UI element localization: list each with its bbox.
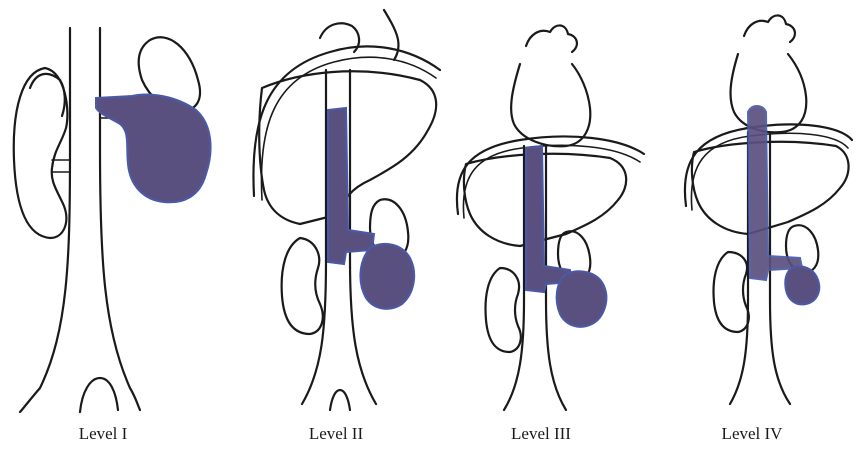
caption-level-2: Level II bbox=[309, 424, 363, 444]
diaphragm bbox=[463, 145, 640, 218]
tumor-mass bbox=[360, 244, 414, 309]
heart bbox=[511, 64, 590, 146]
aortic-arch bbox=[744, 15, 795, 42]
right-kidney bbox=[714, 252, 749, 332]
tumor-thrombus bbox=[526, 146, 572, 292]
tumor-mass bbox=[785, 267, 819, 305]
vena-cava bbox=[302, 70, 326, 404]
right-kidney bbox=[486, 268, 521, 352]
tumor-mass bbox=[96, 95, 211, 203]
aorta-bifurcation bbox=[330, 390, 350, 410]
caption-level-1: Level I bbox=[79, 424, 128, 444]
heart bbox=[731, 54, 807, 132]
tumor-mass bbox=[557, 271, 607, 326]
vena-cava bbox=[504, 146, 524, 410]
vena-cava bbox=[100, 28, 140, 410]
panel-level-2 bbox=[253, 10, 440, 410]
right-kidney bbox=[282, 238, 323, 334]
panel-level-3 bbox=[457, 25, 644, 410]
vena-cava bbox=[730, 132, 748, 404]
panel-level-1 bbox=[14, 28, 211, 412]
caption-level-3: Level III bbox=[511, 424, 571, 444]
renal-vein bbox=[52, 160, 70, 172]
aorta-bifurcation bbox=[80, 378, 118, 412]
right-kidney bbox=[14, 68, 68, 238]
heart-base bbox=[384, 10, 399, 60]
panel-level-4 bbox=[685, 15, 852, 404]
caption-level-4: Level IV bbox=[722, 424, 783, 444]
aortic-arch bbox=[526, 25, 577, 52]
adrenal-gland bbox=[30, 74, 65, 116]
